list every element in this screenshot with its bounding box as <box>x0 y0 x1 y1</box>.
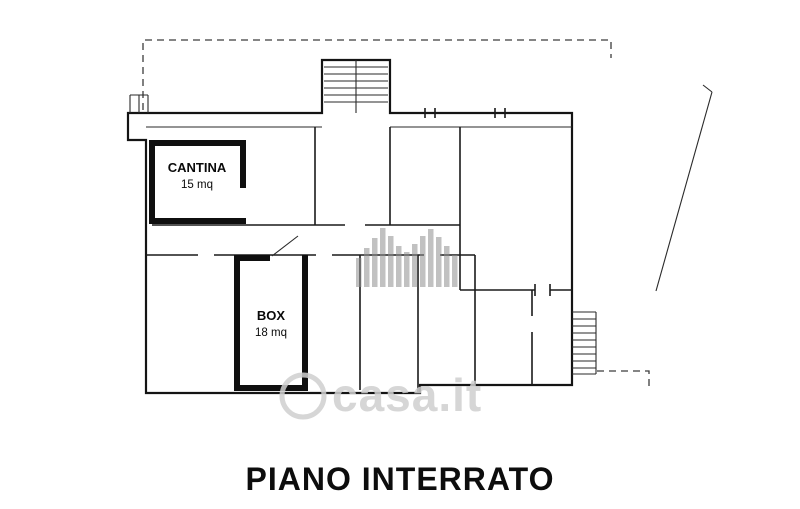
entry-steps <box>129 94 149 113</box>
plan-title: PIANO INTERRATO <box>245 461 555 497</box>
cantina-label: CANTINA <box>168 160 227 175</box>
staircase-right <box>572 311 597 375</box>
stairwell-top <box>324 60 388 113</box>
cantina-area: 15 mq <box>181 179 213 191</box>
floor-plan-drawing: casa.it CANTINA 15 mq BOX 18 mq <box>126 39 713 421</box>
site-diagonal-line <box>655 84 713 292</box>
box-room-walls <box>234 235 308 391</box>
box-area: 18 mq <box>255 327 287 339</box>
boundary-dashed-lines <box>142 39 650 389</box>
watermark-text: casa.it <box>332 369 482 421</box>
interior-walls <box>146 108 572 393</box>
room-labels: CANTINA 15 mq BOX 18 mq <box>168 160 287 339</box>
watermark-wordmark: casa.it <box>279 369 482 421</box>
watermark-house-icon <box>356 228 458 287</box>
cantina-room-walls <box>149 140 246 224</box>
outer-walls <box>126 58 574 395</box>
box-label: BOX <box>257 308 286 323</box>
watermark-circle-icon <box>279 372 327 420</box>
